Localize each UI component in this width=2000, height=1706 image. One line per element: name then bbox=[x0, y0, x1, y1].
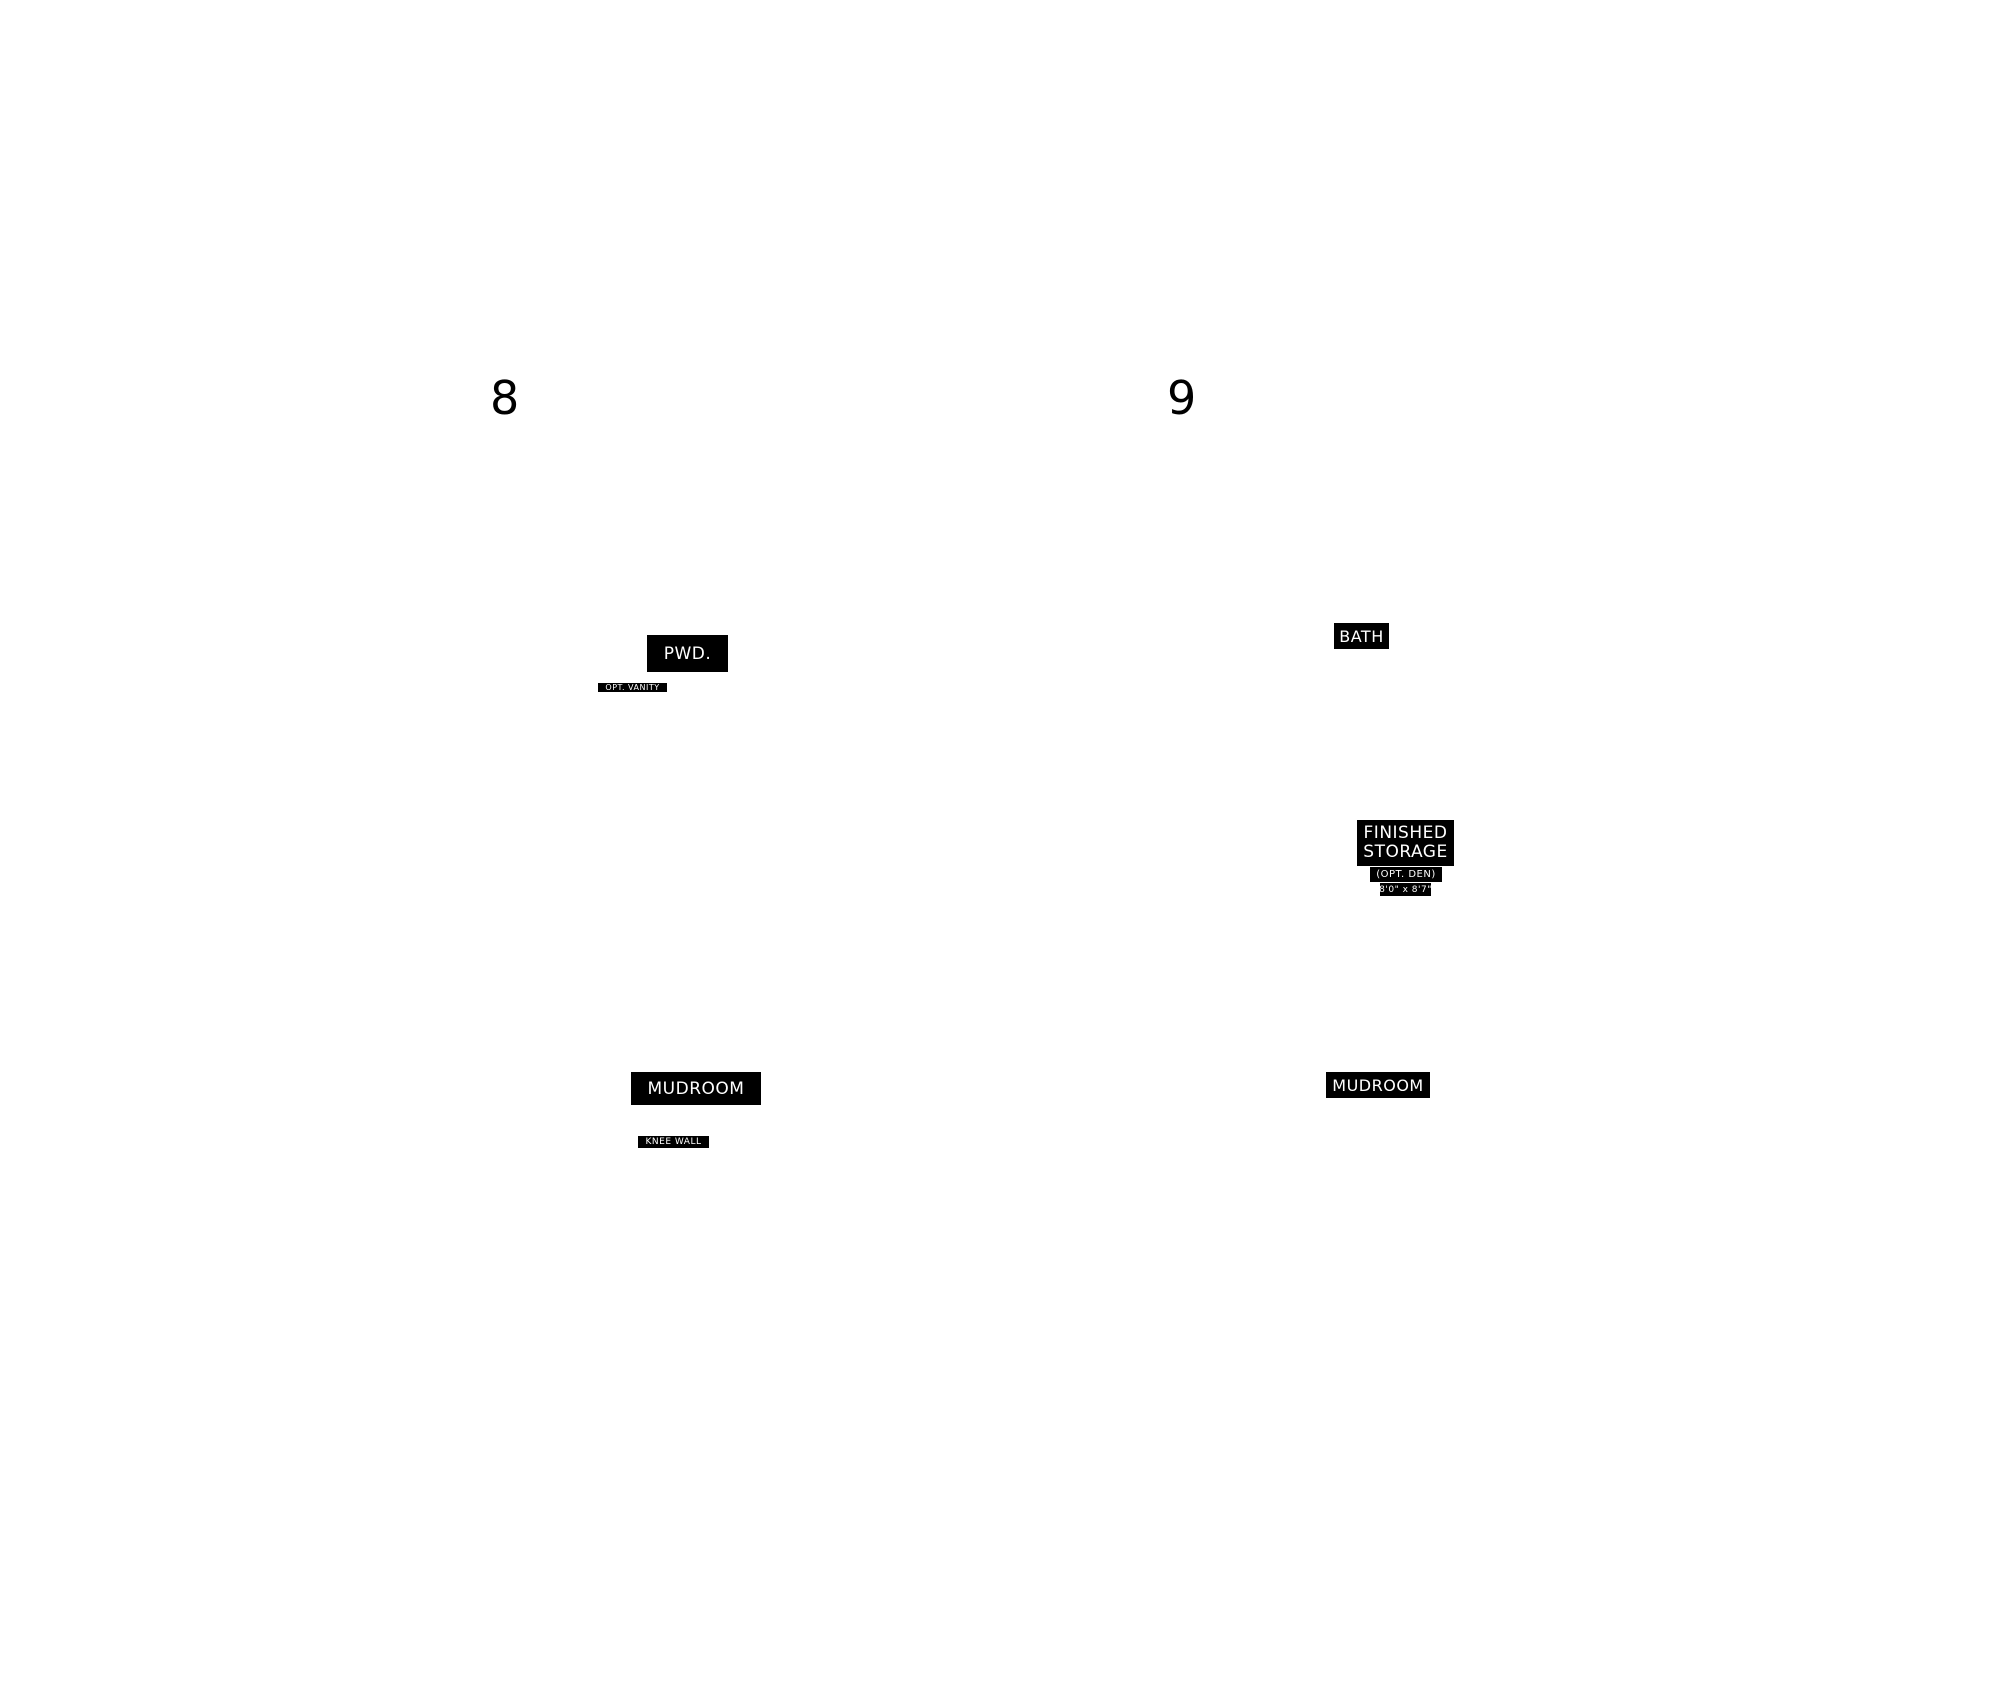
page-number-8: 8 bbox=[490, 371, 520, 425]
room-label-mudroom: MUDROOM bbox=[631, 1072, 761, 1105]
room-label-powder: PWD. bbox=[647, 635, 728, 672]
note-opt-den: (OPT. DEN) bbox=[1370, 867, 1442, 882]
page-number-9: 9 bbox=[1167, 371, 1197, 425]
room-dimensions: 8'0" x 8'7" bbox=[1380, 883, 1431, 896]
finished-storage-line-1: FINISHED bbox=[1363, 822, 1448, 843]
note-knee-wall: KNEE WALL bbox=[638, 1136, 709, 1148]
room-label-bath: BATH bbox=[1334, 623, 1389, 649]
finished-storage-line-2: STORAGE bbox=[1363, 842, 1448, 862]
room-label-mudroom: MUDROOM bbox=[1326, 1072, 1430, 1098]
room-label-finished-storage: FINISHED STORAGE bbox=[1357, 820, 1454, 866]
note-opt-vanity: OPT. VANITY bbox=[598, 683, 667, 692]
